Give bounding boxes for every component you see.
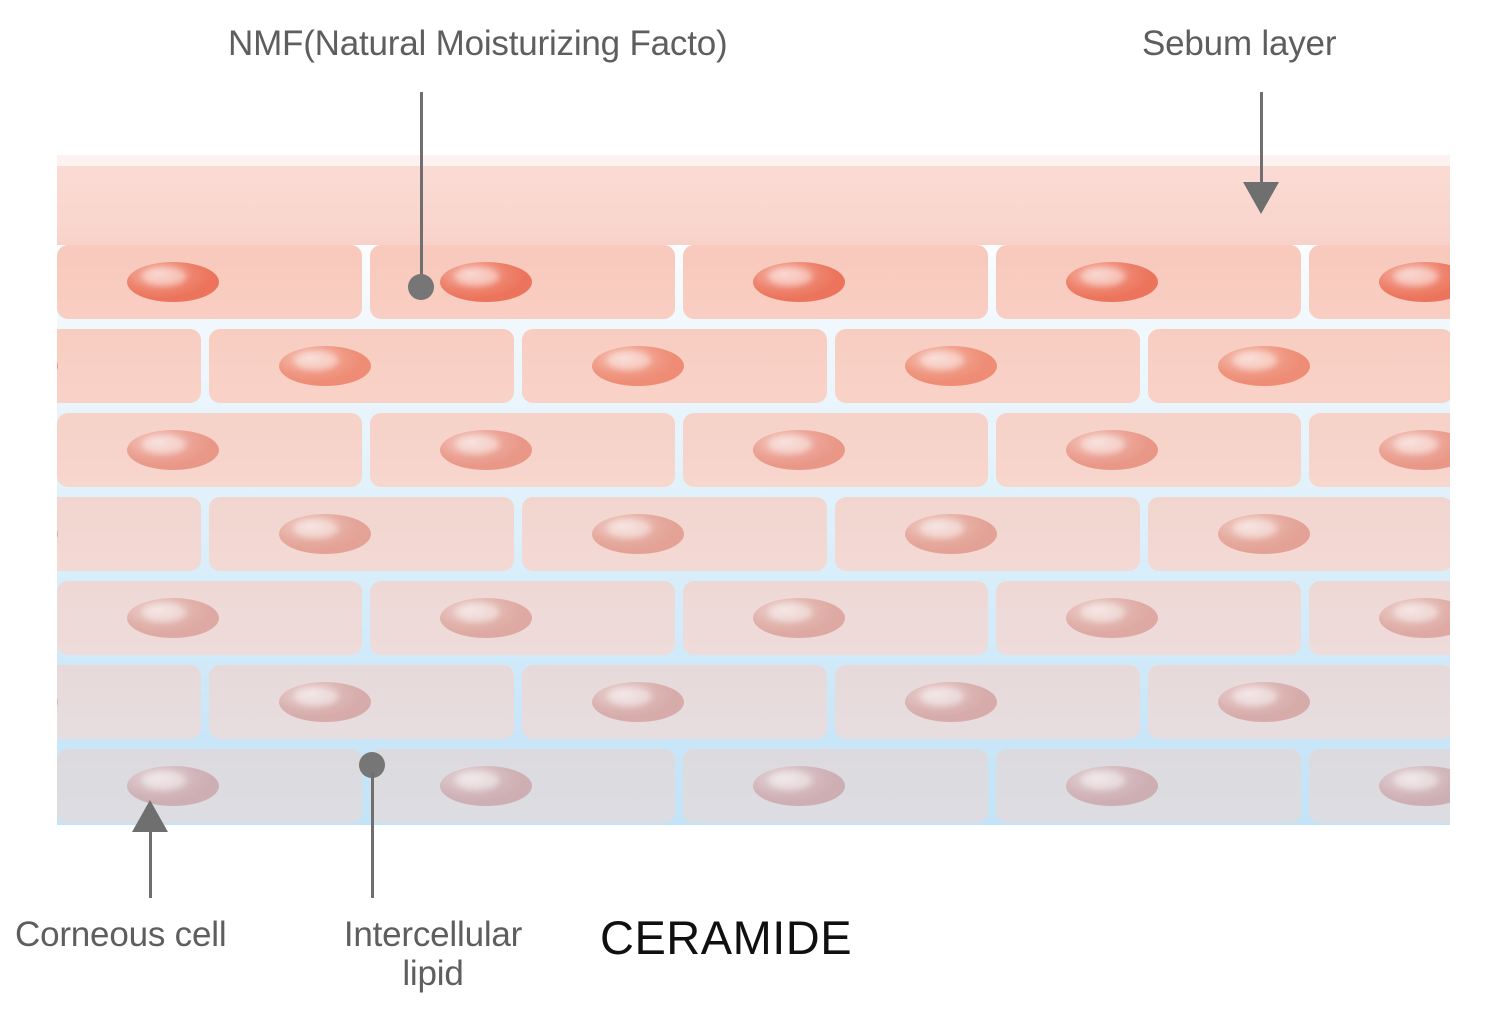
corneous-cell xyxy=(57,245,362,319)
cell-nucleus xyxy=(57,346,58,386)
corneous-cell xyxy=(370,413,675,487)
corneous-cell-row xyxy=(57,749,1450,823)
corneous-cell xyxy=(57,413,362,487)
corneous-cell xyxy=(209,329,514,403)
cell-nucleus xyxy=(1379,262,1450,302)
label-sebum-layer: Sebum layer xyxy=(1142,24,1337,63)
cell-nucleus xyxy=(440,766,532,806)
corneous-cell xyxy=(835,329,1140,403)
corneous-cell-row xyxy=(57,245,1450,319)
cell-nucleus xyxy=(1379,766,1450,806)
arrow-up-icon-corneous-cell xyxy=(132,800,168,832)
corneous-cell xyxy=(1309,413,1450,487)
corneous-cell xyxy=(1309,749,1450,823)
corneous-cell xyxy=(996,245,1301,319)
corneous-cell xyxy=(522,497,827,571)
corneous-cell xyxy=(683,749,988,823)
cell-nucleus xyxy=(57,682,58,722)
cell-nucleus xyxy=(127,262,219,302)
corneous-cell xyxy=(57,665,201,739)
cell-nucleus xyxy=(753,766,845,806)
cell-nucleus xyxy=(1066,262,1158,302)
corneous-cell xyxy=(1309,245,1450,319)
cell-nucleus xyxy=(1066,430,1158,470)
corneous-cell xyxy=(209,497,514,571)
label-intercellular-lipid-line1: Intercellular xyxy=(343,915,523,954)
arrow-down-icon-sebum xyxy=(1243,182,1279,214)
label-intercellular-lipid-line2: lipid xyxy=(402,954,464,994)
cell-nucleus xyxy=(753,430,845,470)
cell-nucleus xyxy=(753,262,845,302)
sebum-sheen-strip xyxy=(57,155,1450,166)
cell-nucleus xyxy=(440,430,532,470)
corneous-cell xyxy=(57,581,362,655)
cell-nucleus xyxy=(279,514,371,554)
leader-line-corneous-cell xyxy=(149,830,152,898)
label-nmf: NMF(Natural Moisturizing Facto) xyxy=(228,24,728,63)
corneous-cell-row xyxy=(57,329,1450,403)
corneous-cell xyxy=(1148,329,1450,403)
cell-nucleus xyxy=(592,514,684,554)
cell-nucleus xyxy=(279,682,371,722)
cell-nucleus xyxy=(905,682,997,722)
cell-nucleus xyxy=(1218,514,1310,554)
corneous-cell xyxy=(835,665,1140,739)
sebum-layer-band xyxy=(57,166,1450,245)
corneous-cell xyxy=(1309,581,1450,655)
cell-nucleus xyxy=(127,430,219,470)
leader-dot-nmf xyxy=(408,274,434,300)
corneous-cell-row xyxy=(57,665,1450,739)
corneous-cell xyxy=(683,245,988,319)
cell-nucleus xyxy=(753,598,845,638)
corneous-cell xyxy=(57,497,201,571)
leader-line-sebum xyxy=(1260,92,1263,182)
cell-nucleus xyxy=(592,346,684,386)
corneous-cell xyxy=(57,749,362,823)
cell-nucleus xyxy=(1379,598,1450,638)
corneous-cell xyxy=(522,665,827,739)
cell-nucleus xyxy=(1379,430,1450,470)
cell-nucleus xyxy=(57,514,58,554)
cell-nucleus xyxy=(127,598,219,638)
corneous-cell xyxy=(835,497,1140,571)
cell-nucleus xyxy=(440,598,532,638)
corneous-cell xyxy=(522,329,827,403)
corneous-cell xyxy=(1148,665,1450,739)
corneous-cell xyxy=(209,665,514,739)
leader-line-nmf xyxy=(420,92,423,288)
corneous-cell xyxy=(370,581,675,655)
label-corneous-cell: Corneous cell xyxy=(15,915,227,954)
corneous-cell xyxy=(996,581,1301,655)
corneous-cell xyxy=(1148,497,1450,571)
ceramide-title: CERAMIDE xyxy=(600,911,853,964)
corneous-cell xyxy=(996,749,1301,823)
corneous-cell-row xyxy=(57,497,1450,571)
cell-nucleus xyxy=(1218,682,1310,722)
cell-nucleus xyxy=(905,514,997,554)
corneous-cell xyxy=(996,413,1301,487)
corneous-cell xyxy=(683,413,988,487)
cell-nucleus xyxy=(905,346,997,386)
cell-nucleus xyxy=(279,346,371,386)
cell-nucleus xyxy=(127,766,219,806)
cell-nucleus xyxy=(592,682,684,722)
corneous-cell-row xyxy=(57,413,1450,487)
corneous-cell xyxy=(683,581,988,655)
cell-nucleus xyxy=(440,262,532,302)
corneous-cell-row xyxy=(57,581,1450,655)
cell-nucleus xyxy=(1218,346,1310,386)
leader-line-intercellular-lipid xyxy=(371,772,374,898)
cell-nucleus xyxy=(1066,598,1158,638)
corneous-cell xyxy=(57,329,201,403)
stratum-corneum-block xyxy=(57,155,1450,825)
corneous-cell xyxy=(370,749,675,823)
cell-nucleus xyxy=(1066,766,1158,806)
